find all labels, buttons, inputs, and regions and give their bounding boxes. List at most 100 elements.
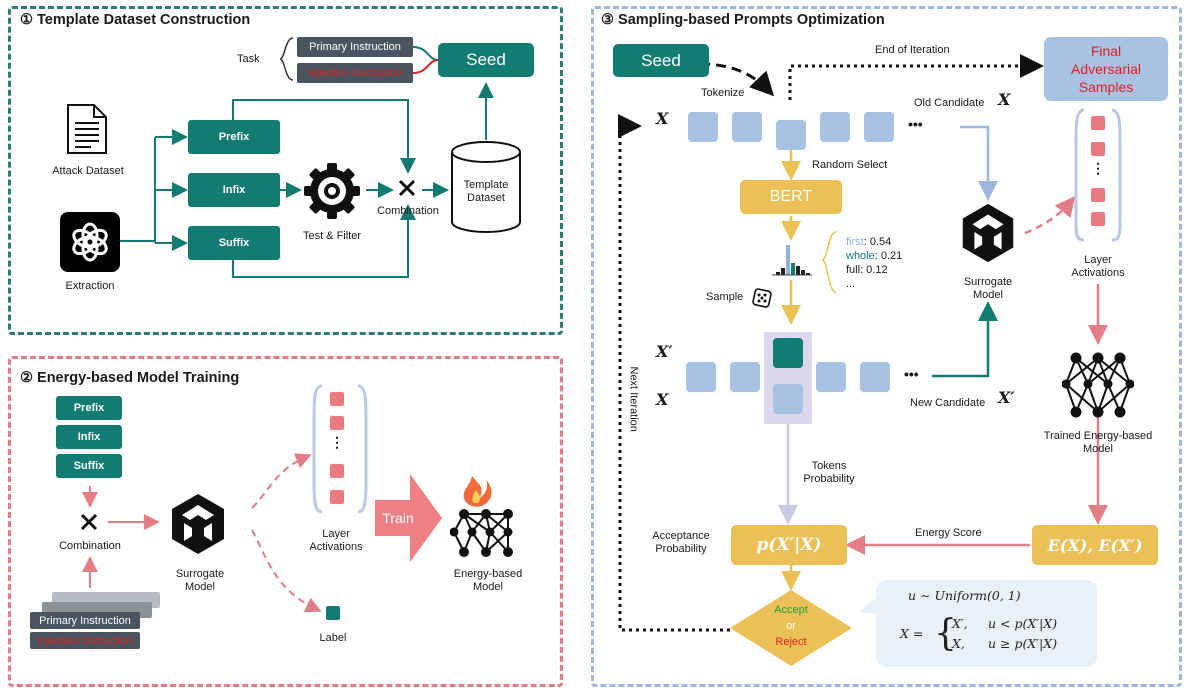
new-candidate-label: New Candidate bbox=[910, 397, 986, 409]
or-label: or bbox=[786, 620, 796, 632]
token bbox=[730, 362, 760, 392]
gear-icon bbox=[304, 163, 360, 219]
final-adversarial-samples-box: Final Adversarial Samples bbox=[1044, 37, 1168, 101]
surrogate-model-label-panel2: Surrogate Model bbox=[175, 568, 225, 593]
x-symbol-top: X bbox=[656, 109, 669, 128]
token-ellipsis-top: ••• bbox=[908, 116, 923, 132]
probability-word: full bbox=[846, 264, 861, 276]
energy-model-label: Energy-based Model bbox=[453, 568, 523, 593]
combination-label-panel1: Combination bbox=[377, 205, 439, 217]
random-select-label: Random Select bbox=[812, 159, 888, 171]
probability-row: full: 0.12 bbox=[846, 263, 902, 277]
task-label: Task bbox=[237, 53, 260, 65]
case1-condition: u < p(X′|X) bbox=[988, 616, 1058, 631]
acceptance-formula-box: p(X′|X) bbox=[731, 525, 847, 565]
token bbox=[820, 112, 850, 142]
panel-sampling-optimization bbox=[591, 6, 1182, 687]
tokens-probability-label: Tokens Probability bbox=[803, 460, 855, 485]
primary-instruction-bar: Primary Instruction bbox=[297, 37, 413, 57]
case-brace: { bbox=[934, 613, 957, 654]
activation-cell bbox=[1091, 116, 1105, 130]
acceptance-rule-box: u ∼ Uniform(0, 1) X = { X′, u < p(X′|X) … bbox=[876, 580, 1097, 667]
probability-row: first: 0.54 bbox=[846, 235, 902, 249]
probability-value: : 0.54 bbox=[863, 236, 892, 248]
next-iteration-label: Next Iteration bbox=[627, 366, 640, 432]
energy-formula-box: E(X), E(X′) bbox=[1032, 525, 1158, 565]
dice-icon bbox=[752, 288, 772, 308]
token-ellipsis-bottom: ••• bbox=[904, 366, 919, 382]
label-text: Label bbox=[319, 632, 347, 644]
token bbox=[688, 112, 718, 142]
token bbox=[732, 112, 762, 142]
x-prime-symbol: X′ bbox=[656, 342, 673, 361]
old-candidate-x: X bbox=[998, 90, 1011, 109]
activation-cell bbox=[1091, 142, 1105, 156]
trained-energy-model-label: Trained Energy-based Model bbox=[1043, 430, 1153, 455]
layer-activations-label-panel3: Layer Activations bbox=[1071, 254, 1125, 279]
probability-histogram bbox=[772, 245, 812, 276]
token bbox=[860, 362, 890, 392]
accept-reject-diamond bbox=[730, 590, 852, 666]
panel2-title: ② Energy-based Model Training bbox=[20, 370, 240, 386]
uniform-formula: u ∼ Uniform(0, 1) bbox=[908, 588, 1021, 603]
probability-value: : 0.21 bbox=[874, 250, 903, 262]
panel-energy-model-training bbox=[8, 356, 563, 687]
seed-box-panel3: Seed bbox=[613, 44, 709, 77]
activation-cell bbox=[330, 464, 344, 478]
x-symbol-mid: X bbox=[656, 390, 669, 409]
infix-box: Infix bbox=[188, 173, 280, 207]
injection-instruction-bar: Injection Instruction bbox=[297, 63, 413, 83]
panel3-title: ③ Sampling-based Prompts Optimization bbox=[601, 12, 885, 28]
primary-instruction-bar-panel2: Primary Instruction bbox=[30, 612, 140, 629]
database-icon bbox=[451, 141, 521, 233]
activation-cell bbox=[330, 416, 344, 430]
new-candidate-x-prime: X′ bbox=[998, 388, 1015, 407]
activation-dots-panel3: ⋮ bbox=[1091, 160, 1105, 176]
reject-label: Reject bbox=[775, 636, 807, 648]
sample-label: Sample bbox=[706, 291, 744, 303]
tokenize-label: Tokenize bbox=[701, 87, 745, 99]
surrogate-model-label-panel3: Surrogate Model bbox=[963, 276, 1013, 301]
test-filter-label: Test & Filter bbox=[302, 230, 362, 242]
injection-instruction-bar-panel2: Injection Instruction bbox=[30, 632, 140, 649]
label-cell bbox=[326, 606, 340, 620]
suffix-box-panel2: Suffix bbox=[56, 454, 122, 478]
seed-box-panel1: Seed bbox=[438, 43, 534, 77]
end-of-iteration-label: End of Iteration bbox=[875, 44, 950, 56]
case2-value: X, bbox=[952, 636, 965, 651]
prefix-box-panel2: Prefix bbox=[56, 396, 122, 420]
panel-template-dataset-construction bbox=[8, 6, 563, 335]
openai-logo-icon bbox=[60, 212, 120, 272]
old-token bbox=[773, 384, 803, 414]
energy-score-label: Energy Score bbox=[915, 527, 982, 539]
x-equals: X = bbox=[900, 626, 924, 641]
old-candidate-label: Old Candidate bbox=[914, 97, 985, 109]
activation-cell bbox=[330, 392, 344, 406]
probability-word: whole bbox=[846, 250, 875, 262]
surrogate-model-icon bbox=[172, 494, 224, 554]
activation-dots: ⋮ bbox=[330, 434, 344, 450]
activation-cell bbox=[330, 490, 344, 504]
train-label: Train bbox=[382, 510, 414, 526]
layer-activations-label-panel2: Layer Activations bbox=[309, 528, 363, 553]
token bbox=[864, 112, 894, 142]
activation-cell bbox=[1091, 188, 1105, 202]
document-icon bbox=[67, 104, 107, 154]
probability-word: first bbox=[846, 236, 864, 248]
bert-box: BERT bbox=[740, 180, 842, 214]
trained-energy-model-icon bbox=[1062, 352, 1134, 418]
acceptance-probability-label: Acceptance Probability bbox=[652, 530, 710, 555]
panel1-title: ① Template Dataset Construction bbox=[20, 12, 251, 28]
probability-row: whole: 0.21 bbox=[846, 249, 902, 263]
case2-condition: u ≥ p(X′|X) bbox=[988, 636, 1058, 651]
probability-value: : 0.12 bbox=[860, 264, 888, 276]
case1-value: X′, bbox=[952, 616, 968, 631]
suffix-box: Suffix bbox=[188, 226, 280, 260]
selected-token bbox=[776, 120, 806, 150]
activation-cell bbox=[1091, 212, 1105, 226]
token bbox=[816, 362, 846, 392]
probability-word: ... bbox=[846, 278, 856, 290]
accept-label: Accept bbox=[774, 604, 808, 616]
